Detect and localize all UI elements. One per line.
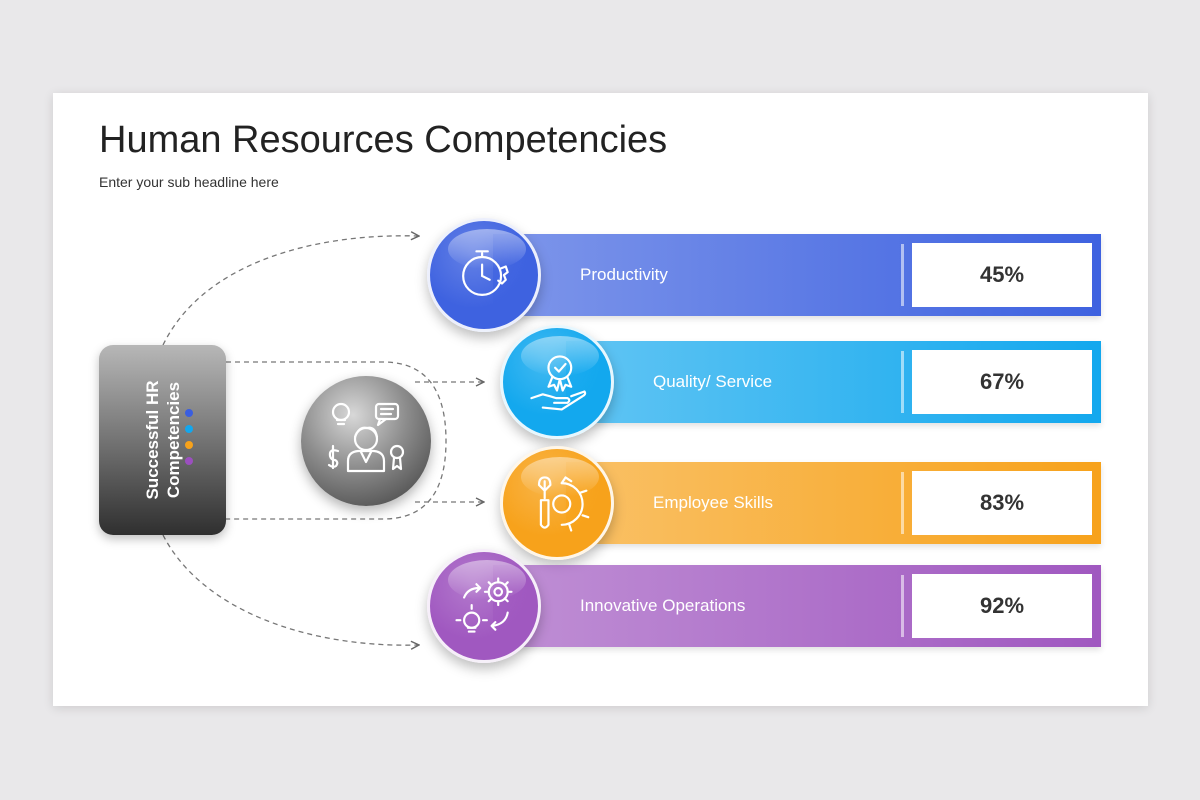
connector-arrows: [162, 93, 1148, 706]
hub-card: Successful HR Competencies: [99, 345, 226, 535]
bar-3: Employee Skills 83%: [566, 462, 1101, 544]
item-value: 83%: [912, 471, 1092, 535]
bar-separator: [901, 575, 904, 637]
hub-dot-2: [185, 425, 193, 433]
hub-dot-3: [185, 441, 193, 449]
icon-circle-3: [500, 446, 614, 560]
loop-path: [226, 361, 447, 520]
bar-4: Innovative Operations 92%: [493, 565, 1101, 647]
item-value: 45%: [912, 243, 1092, 307]
item-label: Quality/ Service: [653, 372, 773, 391]
item-value: 92%: [912, 574, 1092, 638]
tools-gear-icon: [537, 476, 590, 532]
slide: Human Resources Competencies Enter your …: [53, 93, 1148, 706]
timer-gear-icon: [462, 250, 509, 296]
item-value: 67%: [912, 350, 1092, 414]
hub-label: Successful HR Competencies: [143, 380, 183, 500]
bar-separator: [901, 351, 904, 413]
arrow-to-productivity: [162, 236, 418, 346]
icon-circle-4: [427, 549, 541, 663]
bar-1: Productivity 45%: [493, 234, 1101, 316]
item-label: Employee Skills: [653, 493, 773, 512]
hub-dots: [185, 409, 193, 473]
item-label: Productivity: [580, 265, 668, 284]
gloss-highlight: [448, 229, 526, 269]
icon-circle-2: [500, 325, 614, 439]
arrow-to-innovative: [162, 534, 418, 645]
bar-separator: [901, 472, 904, 534]
gloss-highlight: [448, 560, 526, 600]
bar-2: Quality/ Service 67%: [566, 341, 1101, 423]
item-label: Innovative Operations: [580, 596, 746, 615]
hr-manager-icon: [327, 402, 405, 473]
hub-dot-4: [185, 457, 193, 465]
icon-circle-1: [427, 218, 541, 332]
award-hand-icon: [530, 355, 587, 411]
slide-subtitle: Enter your sub headline here: [99, 174, 279, 190]
center-circle: [301, 376, 431, 506]
bar-separator: [901, 244, 904, 306]
slide-title: Human Resources Competencies: [99, 119, 668, 161]
bulb-gear-icon: [455, 577, 513, 633]
hub-dot-1: [185, 409, 193, 417]
